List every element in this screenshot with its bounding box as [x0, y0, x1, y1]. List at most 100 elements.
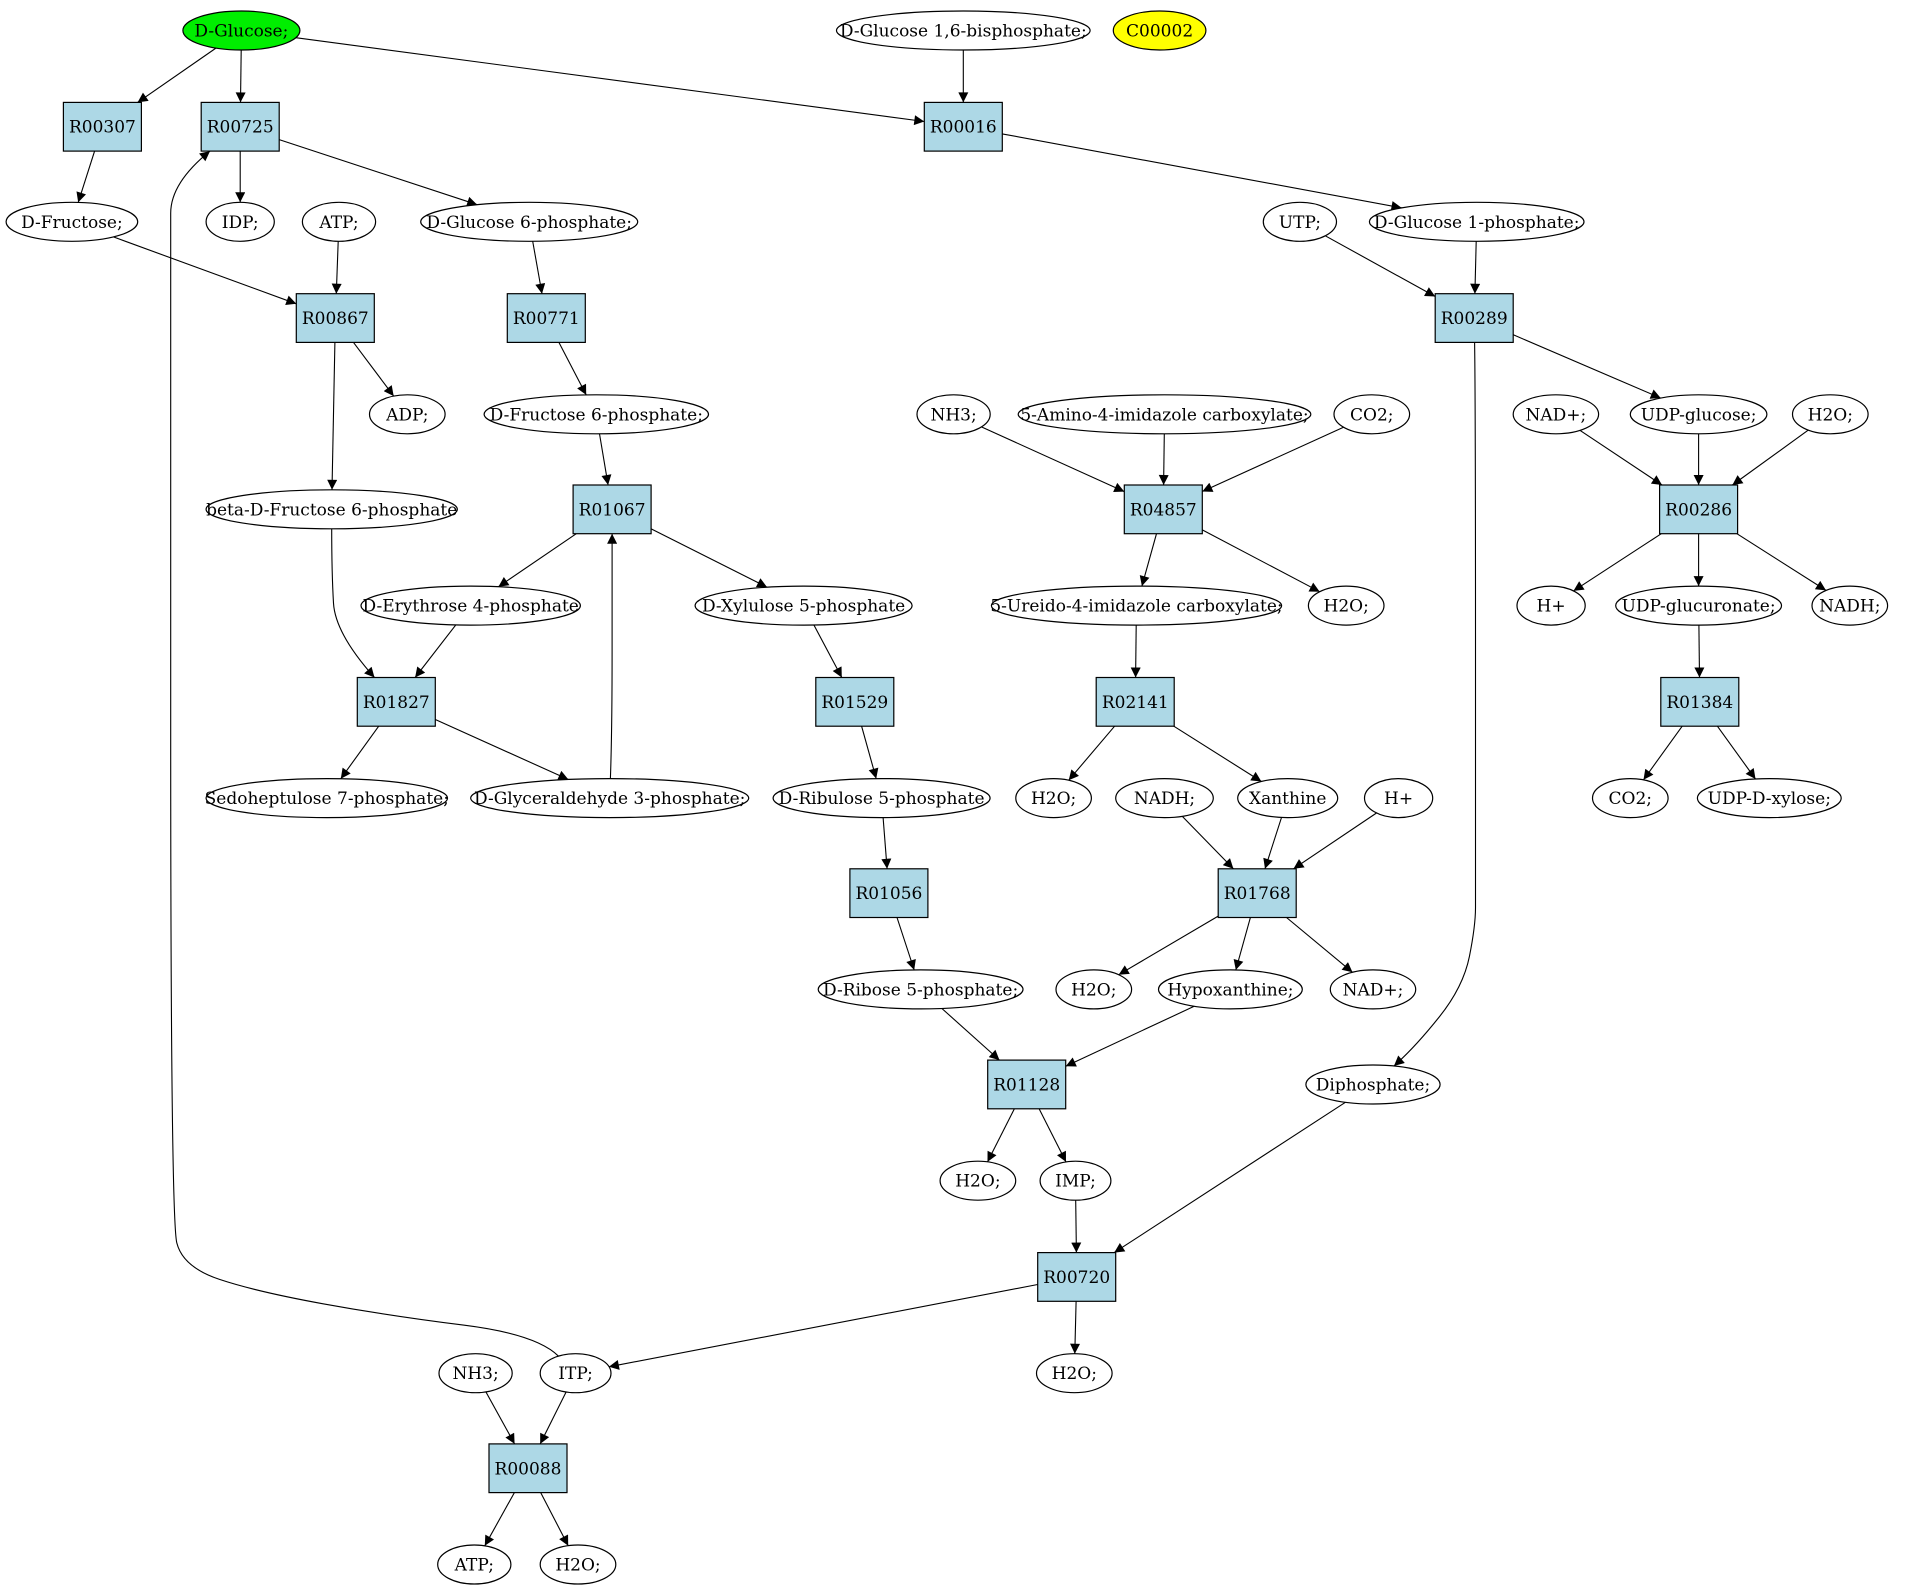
compound-ellipse [368, 394, 446, 435]
edge-ppi-to-r00720 [1113, 1101, 1346, 1254]
node-label: R00720 [1043, 1268, 1110, 1288]
node-label: R00088 [495, 1459, 562, 1479]
node-label: R00016 [930, 118, 997, 138]
reaction-node-r01067[interactable]: R01067 [572, 484, 652, 535]
compound-node-adp[interactable]: ADP; [368, 394, 446, 435]
reaction-node-r01384[interactable]: R01384 [1660, 676, 1740, 727]
reaction-node-r02141[interactable]: R02141 [1095, 676, 1175, 727]
compound-ellipse [1307, 585, 1385, 626]
compound-node-atp2[interactable]: ATP; [437, 1544, 512, 1585]
edge-bf6p-to-r01827 [331, 528, 375, 678]
node-label: Diphosphate; [1316, 1076, 1430, 1096]
compound-node-nadh2[interactable]: NADH; [1115, 777, 1214, 819]
edge-h2o_a-to-r00286 [1732, 429, 1809, 486]
reaction-node-r00016[interactable]: R00016 [923, 101, 1003, 152]
compound-node-xu5p[interactable]: D-Xylulose 5-phosphate [694, 585, 913, 626]
compound-node-f6p[interactable]: D-Fructose 6-phosphate; [483, 394, 710, 435]
compound-node-nadp1[interactable]: NAD+; [1512, 394, 1600, 435]
compound-node-nh3a[interactable]: NH3; [916, 394, 991, 435]
compound-ellipse [205, 201, 275, 242]
edge-r01128-to-h2o_e [987, 1108, 1015, 1163]
reaction-node-r01768[interactable]: R01768 [1217, 868, 1297, 919]
reaction-node-r00088[interactable]: R00088 [488, 1443, 568, 1494]
compound-node-hyp[interactable]: Hypoxanthine; [1157, 969, 1303, 1010]
compound-node-co2b[interactable]: CO2; [1591, 777, 1669, 819]
reaction-node-r00725[interactable]: R00725 [200, 101, 280, 152]
compound-node-g6p[interactable]: D-Glucose 6-phosphate; [420, 201, 639, 242]
edge-atp1-to-r00867 [331, 241, 342, 294]
node-label: R01056 [855, 884, 922, 904]
compound-node-hplus1[interactable]: H+ [1516, 585, 1586, 626]
compound-node-udpg[interactable]: UDP-glucose; [1629, 394, 1768, 435]
compound-node-glc[interactable]: D-Glucose; [182, 10, 301, 51]
compound-ellipse [1112, 10, 1207, 51]
compound-node-h2o_f[interactable]: H2O; [1035, 1353, 1113, 1394]
compound-node-h2o_b[interactable]: H2O; [1307, 585, 1385, 626]
compound-node-udpxyl[interactable]: UDP-D-xylose; [1696, 777, 1842, 819]
compound-node-r5p[interactable]: D-Ribose 5-phosphate; [817, 969, 1024, 1010]
reaction-node-r00771[interactable]: R00771 [506, 293, 586, 344]
edge-nadp1-to-r00286 [1579, 429, 1663, 486]
node-label: H2O; [1808, 405, 1853, 425]
node-label: D-Fructose; [21, 213, 123, 233]
reaction-node-r01128[interactable]: R01128 [987, 1059, 1067, 1110]
compound-ellipse [182, 10, 301, 51]
edge-fru-to-r00867 [113, 236, 297, 306]
edge-r01067-to-e4p [498, 533, 577, 588]
reaction-node-r01827[interactable]: R01827 [356, 676, 436, 727]
compound-node-atp1[interactable]: ATP; [301, 201, 377, 242]
compound-node-h2o_c[interactable]: H2O; [1015, 777, 1092, 819]
compound-ellipse [539, 1353, 612, 1394]
edge-co2a-to-r04857 [1202, 426, 1344, 493]
reaction-node-r00286[interactable]: R00286 [1658, 484, 1739, 535]
compound-node-fru[interactable]: D-Fructose; [5, 201, 139, 242]
compound-node-imp[interactable]: IMP; [1039, 1160, 1112, 1201]
node-label: beta-D-Fructose 6-phosphate [206, 500, 457, 520]
compound-node-uica[interactable]: 5-Ureido-4-imidazole carboxylate; [990, 585, 1283, 626]
compound-node-aica[interactable]: 5-Amino-4-imidazole carboxylate; [1017, 394, 1312, 435]
edge-r00016-to-g1p [1002, 133, 1402, 211]
compound-node-xan[interactable]: Xanthine [1237, 777, 1339, 819]
compound-node-udpgla[interactable]: UDP-glucuronate; [1615, 585, 1783, 626]
compound-node-nh3b[interactable]: NH3; [438, 1353, 513, 1394]
compound-node-h2o_a[interactable]: H2O; [1791, 394, 1869, 435]
compound-node-c00002[interactable]: C00002 [1112, 10, 1207, 51]
compound-node-utp[interactable]: UTP; [1262, 201, 1338, 242]
reaction-node-r01529[interactable]: R01529 [815, 676, 895, 727]
compound-node-ru5p[interactable]: D-Ribulose 5-phosphate [772, 777, 991, 819]
compound-node-itp[interactable]: ITP; [539, 1353, 612, 1394]
node-label: CO2; [1350, 405, 1394, 425]
reaction-node-r00289[interactable]: R00289 [1434, 293, 1514, 344]
edge-gap-to-r01067 [607, 533, 618, 779]
node-label: UDP-D-xylose; [1708, 789, 1831, 809]
compound-node-h2o_d[interactable]: H2O; [1055, 969, 1133, 1010]
compound-node-bf6p[interactable]: beta-D-Fructose 6-phosphate [205, 489, 458, 530]
compound-node-idp[interactable]: IDP; [205, 201, 275, 242]
compound-node-hplus2[interactable]: H+ [1363, 777, 1434, 819]
compound-node-h2o_e[interactable]: H2O; [939, 1160, 1017, 1201]
node-label: ADP; [385, 405, 428, 425]
edge-r04857-to-uica [1139, 533, 1158, 587]
compound-node-h2o_g[interactable]: H2O; [539, 1544, 617, 1585]
reaction-node-r01056[interactable]: R01056 [849, 868, 929, 919]
compound-node-co2a[interactable]: CO2; [1333, 394, 1411, 435]
reaction-node-r00720[interactable]: R00720 [1037, 1251, 1117, 1302]
edge-e4p-to-r01827 [414, 624, 457, 678]
reaction-node-r00307[interactable]: R00307 [62, 101, 143, 152]
reaction-box [1660, 676, 1740, 727]
compound-node-s7p[interactable]: Sedoheptulose 7-phosphate; [205, 777, 449, 819]
compound-node-g1p[interactable]: D-Glucose 1-phosphate; [1368, 201, 1585, 242]
compound-node-ppi[interactable]: Diphosphate; [1305, 1064, 1441, 1105]
reaction-box [356, 676, 436, 727]
compound-node-nadh1[interactable]: NADH; [1811, 585, 1889, 626]
compound-node-nadp2[interactable]: NAD+; [1329, 969, 1417, 1010]
edge-xu5p-to-r01529 [813, 624, 843, 678]
compound-node-g16bp[interactable]: D-Glucose 1,6-bisphosphate; [835, 10, 1091, 51]
compound-node-e4p[interactable]: D-Erythrose 4-phosphate [360, 585, 581, 626]
reaction-node-r04857[interactable]: R04857 [1123, 484, 1203, 535]
compound-node-gap[interactable]: D-Glyceraldehyde 3-phosphate; [470, 777, 750, 819]
reaction-node-r00867[interactable]: R00867 [295, 293, 375, 344]
edge-udpgla-to-r01384 [1694, 625, 1705, 678]
edge-r01768-to-nadp2 [1286, 917, 1353, 973]
edge-g1p-to-r00289 [1470, 241, 1481, 294]
